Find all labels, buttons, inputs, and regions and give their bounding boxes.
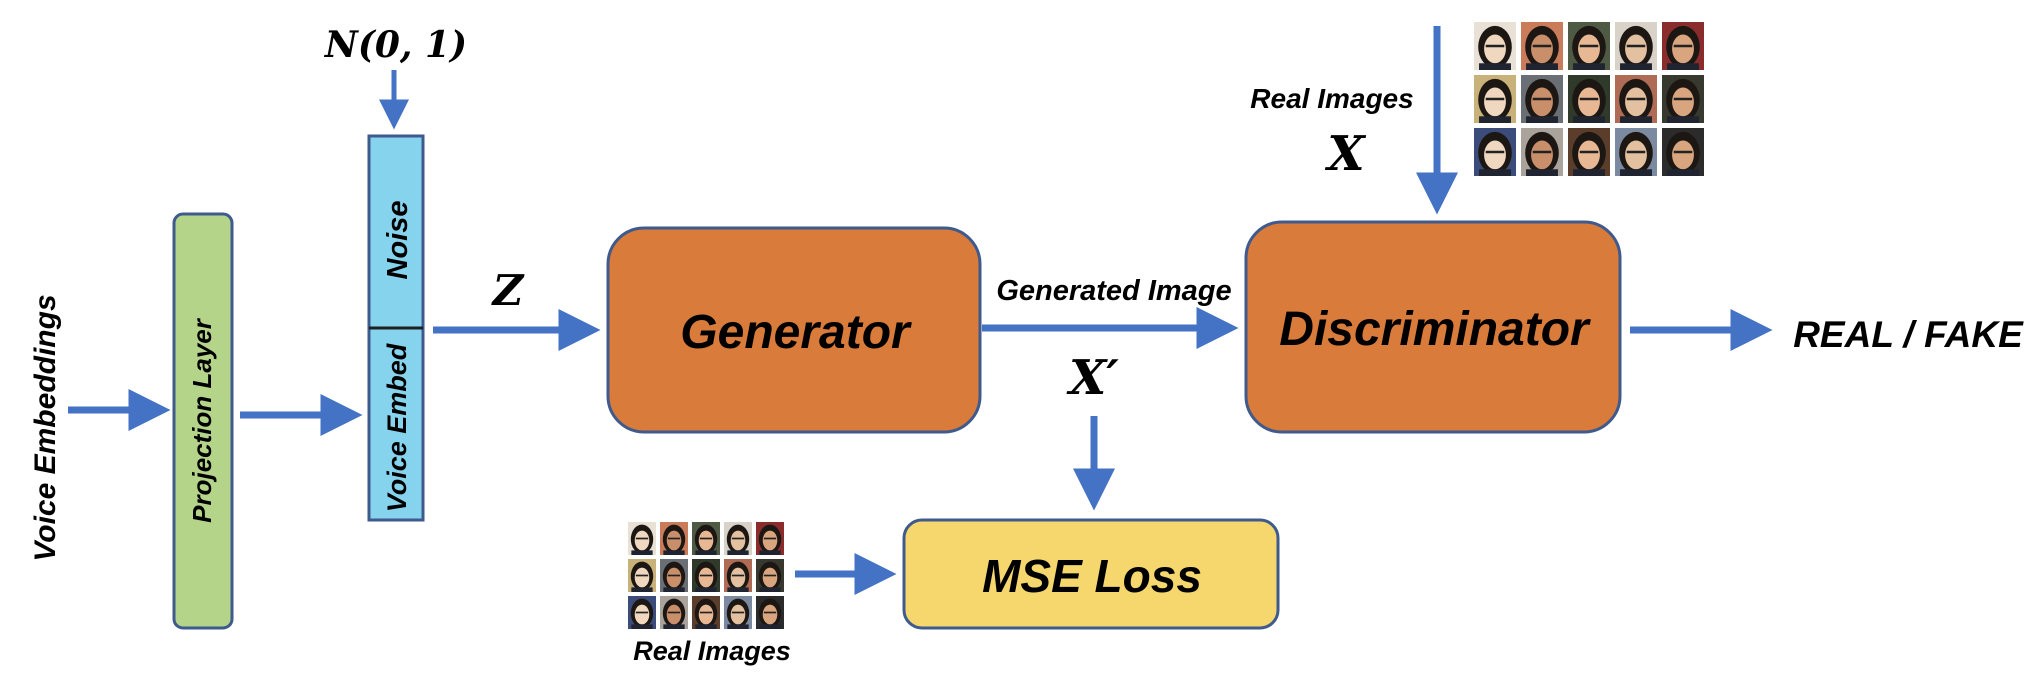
generator-label: Generator — [680, 306, 912, 359]
face-thumbnail — [1474, 75, 1516, 123]
face-thumbnail — [1662, 22, 1704, 70]
voice-embeddings-label: Voice Embeddings — [29, 294, 62, 561]
face-thumbnail — [1615, 22, 1657, 70]
face-thumbnail — [1568, 22, 1610, 70]
face-thumbnail — [756, 522, 784, 555]
face-thumbnail — [1521, 75, 1563, 123]
x-label: X — [1324, 126, 1366, 182]
face-thumbnail — [756, 559, 784, 592]
face-thumbnail — [1521, 22, 1563, 70]
face-thumbnail — [692, 596, 720, 629]
face-thumbnail — [724, 559, 752, 592]
face-thumbnail — [660, 596, 688, 629]
face-thumbnail — [628, 596, 656, 629]
mse-loss-label: MSE Loss — [982, 550, 1202, 602]
noise-distribution-label: N(0, 1) — [324, 24, 467, 66]
face-thumbnail — [692, 522, 720, 555]
voice-embed-label: Voice Embed — [382, 343, 412, 512]
z-label: Z — [491, 266, 525, 315]
real-images-bottom-label: Real Images — [633, 636, 791, 666]
face-thumbnail — [1521, 128, 1563, 176]
face-thumbnail — [660, 559, 688, 592]
real-fake-output-label: REAL / FAKE — [1793, 314, 2024, 355]
face-thumbnail — [1474, 128, 1516, 176]
face-thumbnail — [1662, 128, 1704, 176]
face-thumbnail — [1568, 75, 1610, 123]
face-thumbnail — [1568, 128, 1610, 176]
face-thumbnail — [628, 559, 656, 592]
noise-label: Noise — [382, 201, 414, 280]
face-thumbnail — [724, 522, 752, 555]
discriminator-block — [1244, 220, 1622, 434]
discriminator-label: Discriminator — [1279, 303, 1591, 356]
real-images-grid-top — [1474, 22, 1704, 176]
face-thumbnail — [1474, 22, 1516, 70]
face-thumbnail — [1662, 75, 1704, 123]
projection-layer-block — [172, 212, 234, 630]
face-thumbnail — [1615, 75, 1657, 123]
face-thumbnail — [692, 559, 720, 592]
face-thumbnail — [660, 522, 688, 555]
projection-layer-label: Projection Layer — [187, 317, 217, 523]
x-prime-label: X′ — [1066, 350, 1119, 406]
real-images-grid-bottom — [628, 522, 784, 629]
generated-image-label: Generated Image — [996, 275, 1231, 307]
real-images-top-label: Real Images — [1250, 83, 1413, 114]
face-thumbnail — [1615, 128, 1657, 176]
generator-block — [606, 226, 982, 434]
face-thumbnail — [724, 596, 752, 629]
voice-embed-block — [367, 326, 425, 522]
face-thumbnail — [628, 522, 656, 555]
mse-loss-block — [902, 518, 1280, 630]
face-thumbnail — [756, 596, 784, 629]
